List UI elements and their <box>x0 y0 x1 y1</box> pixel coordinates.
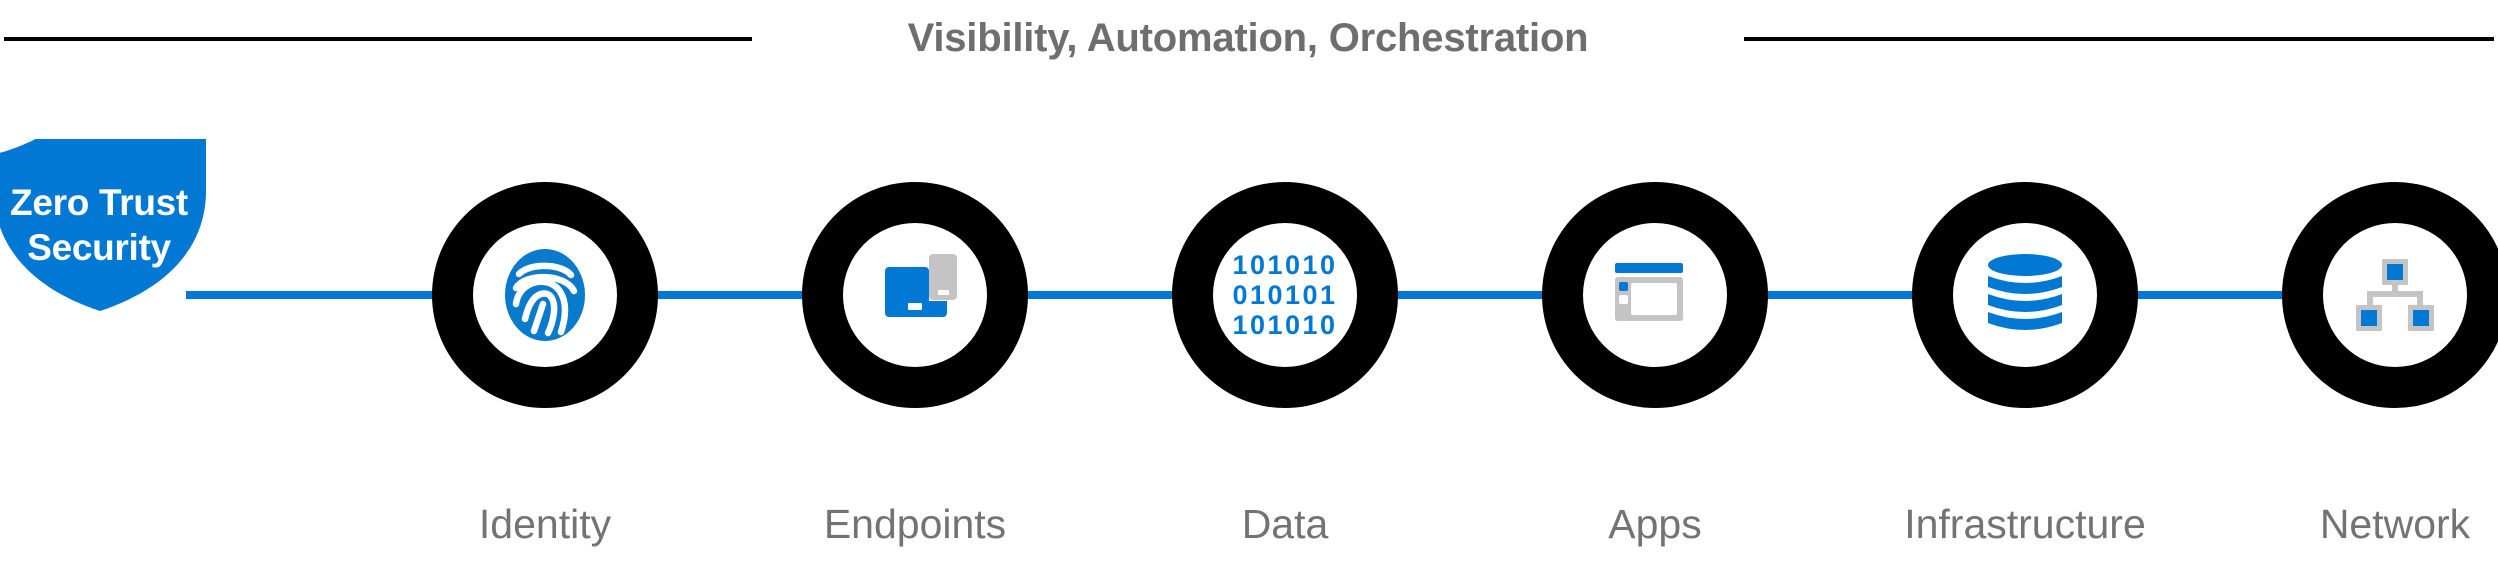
connector-line-identity-to-endpoints <box>650 291 870 299</box>
ring-inner-endpoints <box>843 223 987 367</box>
zero-trust-shield <box>0 139 212 314</box>
binary-digits-icon: 101010 010101 101010 <box>1232 247 1335 343</box>
ring-inner-infrastructure <box>1953 223 2097 367</box>
header-rule-right <box>1744 37 2494 41</box>
pillar-data[interactable]: 101010 010101 101010 <box>1172 182 1398 408</box>
binary-row-2: 010101 <box>1232 280 1338 310</box>
fingerprint-icon <box>497 247 593 343</box>
app-window-icon <box>1607 247 1703 343</box>
header-band: Visibility, Automation, Orchestration <box>0 0 2498 80</box>
binary-row-1: 101010 <box>1232 250 1338 280</box>
pillar-apps[interactable] <box>1542 182 1768 408</box>
laptop-phone-icon <box>867 247 963 343</box>
pillar-label-network: Network <box>2319 501 2471 547</box>
pillar-network[interactable] <box>2282 182 2498 408</box>
database-cylinder-icon <box>1977 247 2073 343</box>
network-topology-icon <box>2347 247 2443 343</box>
connector-line-shield-to-identity <box>186 291 466 299</box>
pillar-label-data: Data <box>1241 501 1329 547</box>
ring-inner-apps <box>1583 223 1727 367</box>
shield-label-line1: Zero Trust <box>10 182 188 223</box>
ring-inner-network <box>2323 223 2467 367</box>
shield-label-line2: Security <box>27 227 171 268</box>
shield-label: Zero Trust Security <box>0 180 206 270</box>
pillar-label-infrastructure: Infrastructure <box>1904 501 2146 547</box>
header-rule-left <box>4 37 752 41</box>
connector-line-apps-to-infrastructure <box>1760 291 1980 299</box>
connector-line-data-to-apps <box>1390 291 1610 299</box>
ring-inner-identity <box>473 223 617 367</box>
pillar-label-endpoints: Endpoints <box>823 501 1007 547</box>
pillar-identity[interactable] <box>432 182 658 408</box>
pillar-label-apps: Apps <box>1608 501 1702 547</box>
pillar-infrastructure[interactable] <box>1912 182 2138 408</box>
binary-row-3: 101010 <box>1232 310 1338 340</box>
pillar-endpoints[interactable] <box>802 182 1028 408</box>
pillar-label-identity: Identity <box>478 501 612 547</box>
ring-inner-data: 101010 010101 101010 <box>1213 223 1357 367</box>
header-title: Visibility, Automation, Orchestration <box>907 16 1589 60</box>
connector-line-endpoints-to-data <box>1020 291 1240 299</box>
connector-line-infrastructure-to-network <box>2130 291 2350 299</box>
